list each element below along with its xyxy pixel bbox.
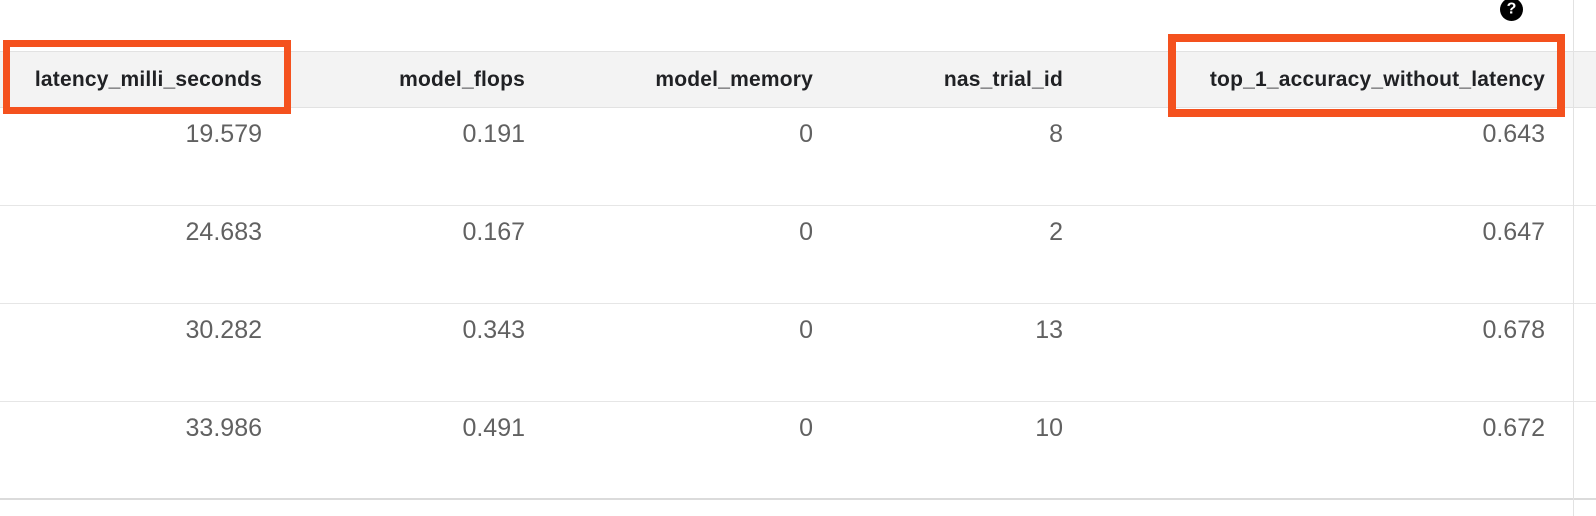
- help-icon[interactable]: ?: [1500, 0, 1523, 21]
- column-header-nas_trial_id[interactable]: nas_trial_id: [943, 67, 1063, 91]
- cell-model_memory: 0: [799, 316, 813, 344]
- cell-latency_milli_seconds: 33.986: [185, 414, 262, 442]
- table-row: 19.579 0.191 0 8 0.643: [0, 108, 1596, 206]
- cell-top_1_accuracy_without_latency: 0.647: [1482, 218, 1545, 246]
- cell-latency_milli_seconds: 19.579: [185, 120, 262, 148]
- table-header-row: latency_milli_seconds model_flops model_me…: [0, 51, 1596, 108]
- cell-model_memory: 0: [799, 414, 813, 442]
- table-row: 24.683 0.167 0 2 0.647: [0, 206, 1596, 304]
- column-header-model_memory[interactable]: model_memory: [655, 67, 813, 91]
- cell-latency_milli_seconds: 24.683: [185, 218, 262, 246]
- cell-top_1_accuracy_without_latency: 0.643: [1482, 120, 1545, 148]
- cell-model_flops: 0.191: [462, 120, 525, 148]
- column-header-latency_milli_seconds[interactable]: latency_milli_seconds: [34, 67, 262, 91]
- cell-nas_trial_id: 10: [1035, 414, 1063, 442]
- cell-latency_milli_seconds: 30.282: [185, 316, 262, 344]
- column-divider-line: [1573, 0, 1574, 516]
- cell-nas_trial_id: 13: [1035, 316, 1063, 344]
- cell-top_1_accuracy_without_latency: 0.672: [1482, 414, 1545, 442]
- cell-nas_trial_id: 2: [1049, 218, 1063, 246]
- column-header-top_1_accuracy_without_latency[interactable]: top_1_accuracy_without_latency: [1209, 67, 1545, 91]
- column-header-model_flops[interactable]: model_flops: [399, 67, 525, 91]
- table-row: 33.986 0.491 0 10 0.672: [0, 402, 1596, 500]
- cell-model_memory: 0: [799, 120, 813, 148]
- table-row: 30.282 0.343 0 13 0.678: [0, 304, 1596, 402]
- cell-top_1_accuracy_without_latency: 0.678: [1482, 316, 1545, 344]
- cell-model_flops: 0.491: [462, 414, 525, 442]
- cell-model_memory: 0: [799, 218, 813, 246]
- table-body: 19.579 0.191 0 8 0.643 24.683 0.167 0 2 0.647 30.2…: [0, 108, 1596, 500]
- cell-model_flops: 0.343: [462, 316, 525, 344]
- help-glyph: ?: [1506, 0, 1517, 17]
- cell-nas_trial_id: 8: [1049, 120, 1063, 148]
- cell-model_flops: 0.167: [462, 218, 525, 246]
